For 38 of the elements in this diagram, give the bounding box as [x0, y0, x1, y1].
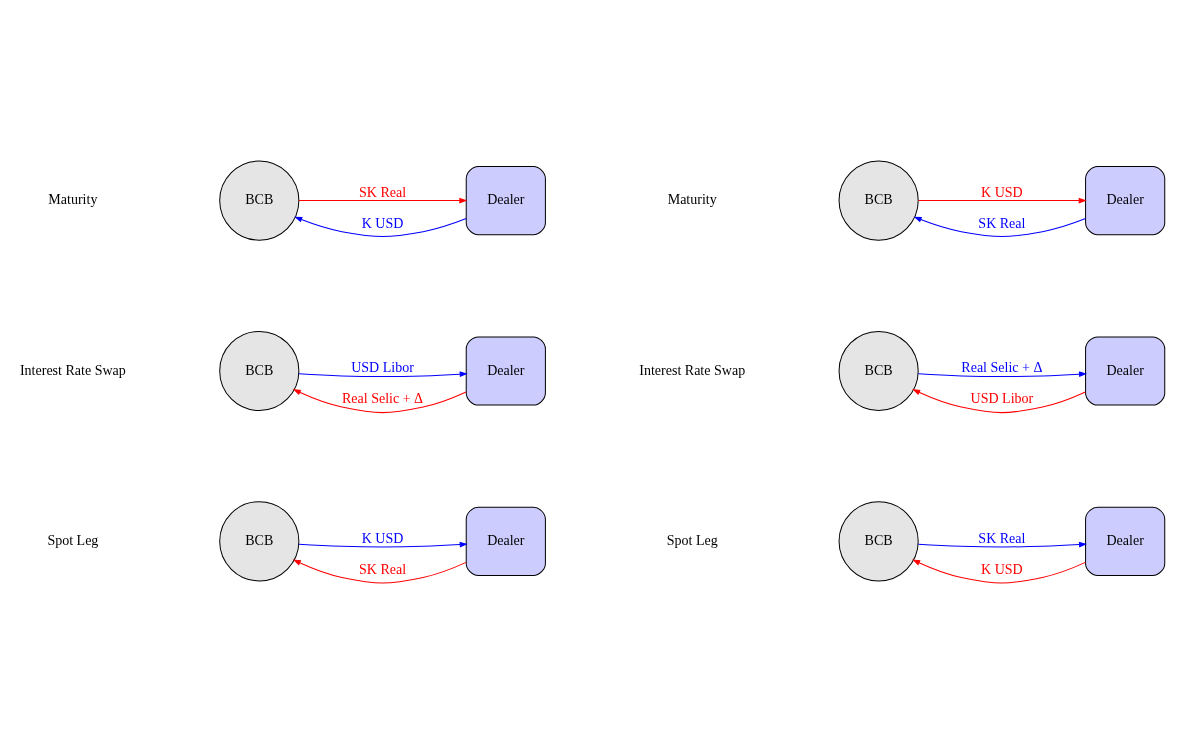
- node-box: Dealer: [465, 336, 546, 406]
- node-box: Dealer: [465, 166, 546, 236]
- node-box: Dealer: [465, 506, 546, 576]
- label: Spot Leg: [47, 532, 99, 549]
- node-box: Dealer: [1085, 166, 1166, 236]
- edge-label: SK Real: [978, 529, 1026, 546]
- edge-label: K USD: [981, 560, 1023, 577]
- arrow: [913, 389, 1086, 414]
- arrow: [293, 559, 467, 584]
- edge-label: K USD: [361, 214, 404, 231]
- edge-label: Real Selic + Δ: [341, 390, 424, 407]
- arrow: [298, 198, 467, 204]
- arrow: [914, 216, 1086, 238]
- edge-label: SK Real: [359, 560, 407, 577]
- node-circle: BCB: [838, 160, 919, 241]
- label: Maturity: [48, 191, 98, 208]
- arrow: [917, 541, 1087, 548]
- arrow: [293, 389, 467, 414]
- node-box: Dealer: [1085, 336, 1166, 406]
- label: Interest Rate Swap: [639, 361, 746, 378]
- label: Interest Rate Swap: [19, 361, 126, 378]
- arrow: [917, 198, 1086, 204]
- arrow: [917, 371, 1087, 378]
- edge-label: SK Real: [978, 214, 1026, 231]
- label: Spot Leg: [666, 532, 718, 549]
- edge-label: USD Libor: [351, 359, 414, 376]
- edge-label: K USD: [981, 183, 1023, 200]
- arrow: [295, 216, 467, 238]
- node-circle: BCB: [219, 160, 300, 241]
- arrow: [298, 371, 467, 378]
- label: Maturity: [667, 191, 717, 208]
- edge-label: K USD: [361, 529, 404, 546]
- edge-label: USD Libor: [970, 390, 1034, 407]
- arrow: [913, 559, 1086, 584]
- node-box: Dealer: [1085, 506, 1166, 576]
- edge-label: Real Selic + Δ: [961, 359, 1043, 376]
- edge-label: SK Real: [359, 183, 407, 200]
- arrow: [298, 541, 467, 548]
